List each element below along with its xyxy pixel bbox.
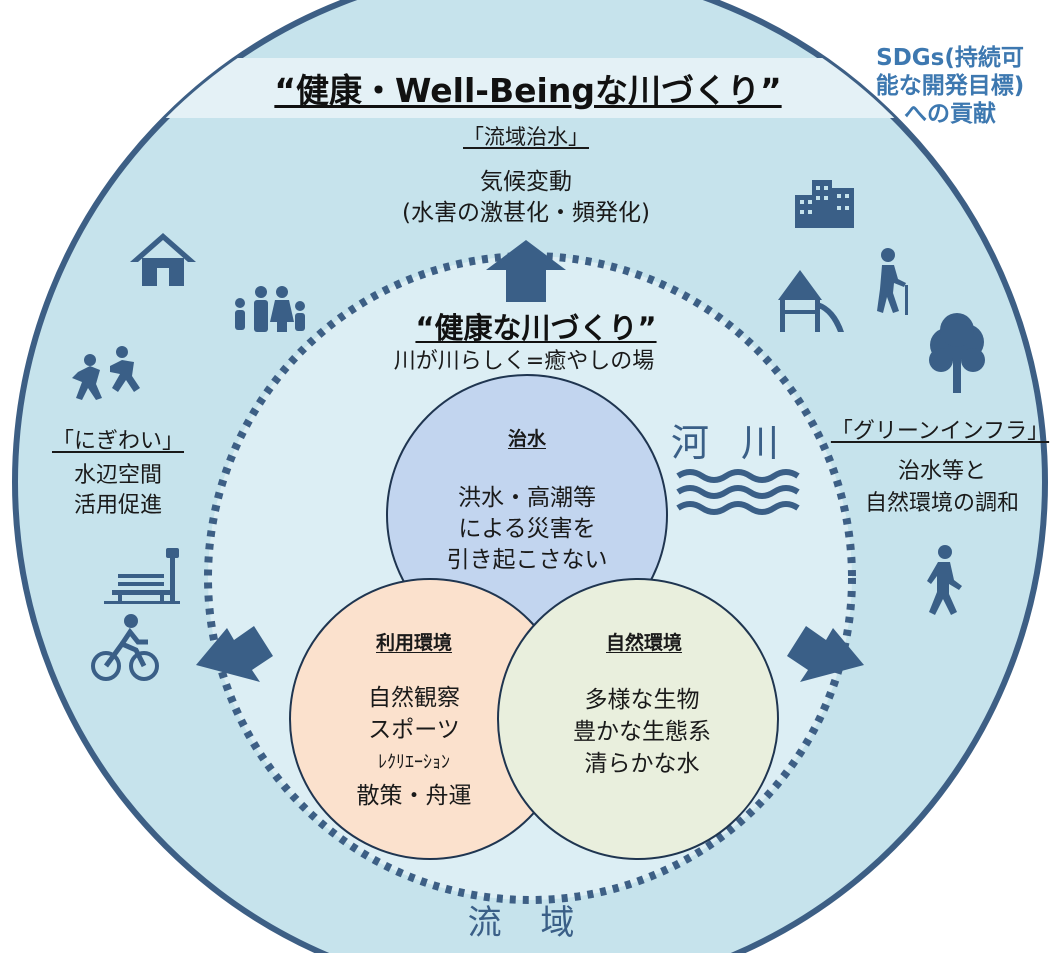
walking-person-icon — [927, 545, 962, 615]
inner-subtitle: 川が川らしく=癒やしの場 — [393, 349, 655, 374]
right-line-1: 治水等と — [897, 459, 987, 484]
cyclist-icon — [91, 614, 159, 681]
top-heading: 「流域治水」 — [463, 125, 589, 149]
nature-line-2: 豊かな生態系 — [573, 719, 711, 745]
nature-line-3: 清らかな水 — [584, 751, 700, 777]
basin-label: 流 域 — [467, 903, 589, 943]
family-icon — [235, 286, 305, 332]
sdgs-line-2: 能な開発目標) — [875, 73, 1025, 100]
use-line-2: スポーツ — [368, 717, 460, 743]
left-line-2: 活用促進 — [73, 493, 163, 518]
sdgs-line-1: SDGs(持続可 — [876, 45, 1024, 71]
nature-line-1: 多様な生物 — [584, 687, 700, 713]
use-line-4: 散策・舟運 — [356, 783, 472, 809]
arrow-left-icon — [196, 626, 273, 682]
dancing-people-icon — [72, 346, 140, 400]
outer-title: “健康・Well-Beingな川づくり” — [274, 71, 782, 110]
sdgs-line-3: への貢献 — [904, 101, 996, 128]
sdgs-note: SDGs(持続可 能な開発目標) への貢献 — [850, 44, 1050, 128]
right-line-2: 自然環境の調和 — [864, 491, 1020, 516]
top-line-2: (水害の激甚化・頻発化) — [402, 200, 650, 226]
flood-title: 治水 — [507, 428, 547, 450]
use-title: 利用環境 — [375, 632, 453, 654]
use-line-1: 自然観察 — [368, 685, 460, 711]
buildings-icon — [795, 180, 854, 228]
bench-icon — [104, 548, 180, 604]
tree-icon — [929, 313, 985, 393]
flood-line-3: 引き起こさない — [446, 547, 608, 573]
river-label: 河 川 — [670, 421, 790, 465]
inner-title: “健康な川づくり” — [415, 311, 657, 345]
left-line-1: 水辺空間 — [73, 463, 163, 488]
playground-icon — [778, 270, 844, 332]
use-line-3: ﾚｸﾘｴｰｼｮﾝ — [378, 752, 450, 773]
flood-line-1: 洪水・高潮等 — [458, 485, 596, 511]
elderly-person-icon — [877, 248, 908, 315]
left-heading: 「にぎわい」 — [51, 429, 185, 454]
arrow-up-icon — [486, 240, 566, 302]
nature-title: 自然環境 — [605, 632, 683, 654]
house-icon — [130, 233, 196, 286]
right-heading: 「グリーンインフラ」 — [830, 419, 1050, 444]
top-line-1: 気候変動 — [480, 169, 572, 195]
arrow-right-icon — [787, 626, 864, 682]
natural-environment-circle — [497, 578, 779, 860]
waves-icon — [676, 469, 800, 515]
flood-line-2: による災害を — [458, 516, 596, 542]
